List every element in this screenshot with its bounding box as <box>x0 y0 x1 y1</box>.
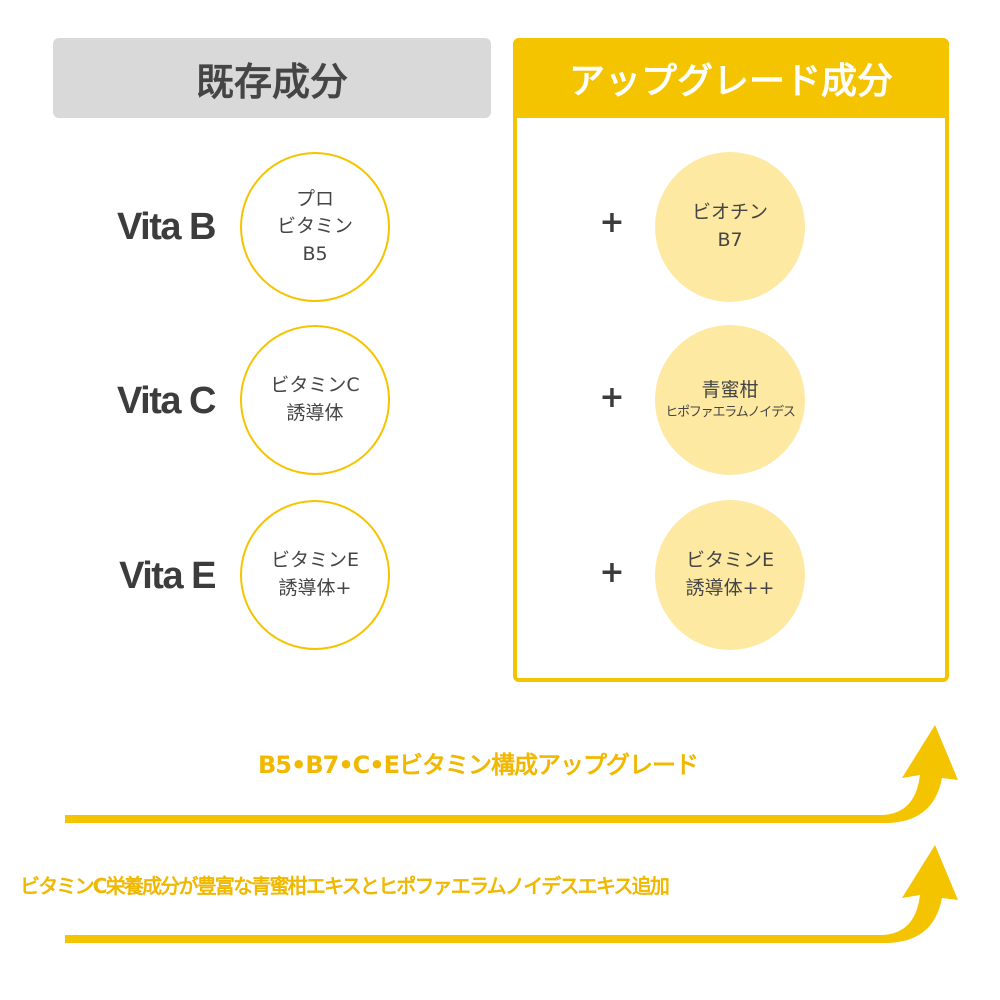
circle-line: 誘導体 <box>286 402 344 424</box>
plus-sign: + <box>599 555 625 590</box>
existing-ingredients-title: 既存成分 <box>195 59 348 104</box>
existing-ingredients-header: 既存成分 <box>53 38 491 118</box>
plus-sign: + <box>599 205 625 240</box>
row-label-vita-b: Vita B <box>116 206 217 248</box>
plus-sign: + <box>599 380 625 415</box>
row-label-vita-c: Vita C <box>116 380 217 422</box>
circle-line: ビタミン <box>276 215 353 238</box>
existing-circle-vita-e: ビタミンE 誘導体+ <box>240 500 390 650</box>
circle-line: ヒポファエラムノイデス <box>665 405 796 421</box>
upgrade-circle-vita-c: 青蜜柑 ヒポファエラムノイデス <box>655 325 805 475</box>
circle-line: 誘導体+ <box>278 577 352 599</box>
circle-line: B5 <box>302 242 328 265</box>
circle-line: ビタミンE <box>685 549 774 572</box>
circle-line: 青蜜柑 <box>701 378 759 401</box>
circle-line: ビタミンE <box>270 549 359 572</box>
circle-line: B7 <box>717 229 743 251</box>
upgrade-circle-vita-b: ビオチン B7 <box>655 152 805 302</box>
extract-addition-caption: ビタミンC栄養成分が豊富な青蜜柑エキスとヒポファエラムノイデスエキス追加 <box>20 874 670 898</box>
circle-line: ビオチン <box>691 201 768 224</box>
existing-circle-vita-c: ビタミンC 誘導体 <box>240 325 390 475</box>
upgrade-ingredients-title: アップグレード成分 <box>568 61 893 102</box>
row-label-vita-e: Vita E <box>119 555 216 597</box>
upgrade-circle-vita-e: ビタミンE 誘導体++ <box>655 500 805 650</box>
circle-line: プロ <box>295 187 334 210</box>
upgrade-ingredients-header: アップグレード成分 <box>513 38 949 118</box>
circle-line: ビタミンC <box>270 374 360 397</box>
circle-line: 誘導体++ <box>685 577 775 599</box>
vitamin-upgrade-caption: B5•B7•C•Eビタミン構成アップグレード <box>258 751 699 779</box>
existing-circle-vita-b: プロ ビタミン B5 <box>240 152 390 302</box>
